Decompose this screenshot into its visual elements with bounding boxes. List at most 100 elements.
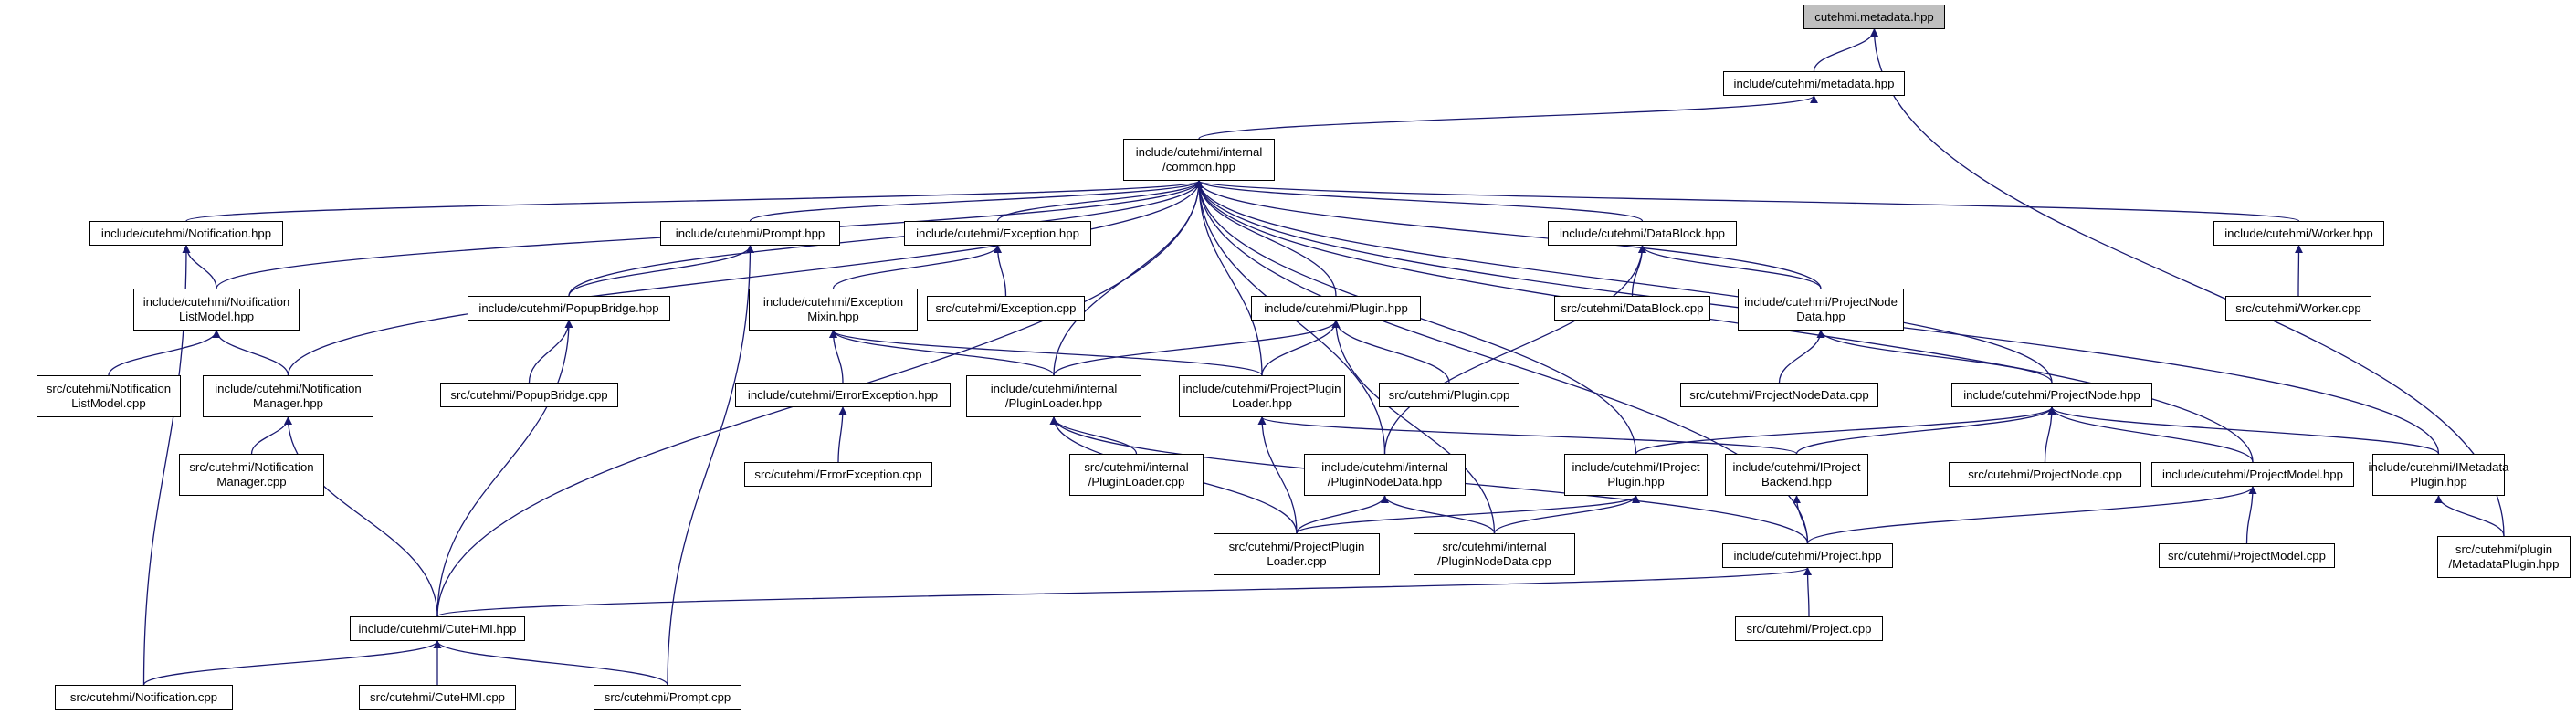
node-common[interactable]: include/cutehmi/internal /common.hpp	[1123, 139, 1275, 181]
node-notif[interactable]: include/cutehmi/Notification.hpp	[89, 221, 283, 246]
edge-popup-to-common	[568, 180, 1204, 297]
node-pluginloader[interactable]: include/cutehmi/internal /PluginLoader.h…	[966, 375, 1141, 417]
edge-metah-to-meta	[1813, 28, 1878, 72]
edge-metaplugcpp-to-imeta	[2434, 495, 2505, 537]
edge-popupcpp-to-popup	[528, 320, 573, 384]
edge-exccpp-to-exc	[994, 245, 1007, 297]
node-errexc[interactable]: include/cutehmi/ErrorException.hpp	[735, 383, 951, 407]
edge-datablockcpp-to-datablock	[1631, 245, 1646, 297]
node-ibackend[interactable]: include/cutehmi/IProject Backend.hpp	[1725, 454, 1868, 496]
node-metah[interactable]: include/cutehmi/metadata.hpp	[1723, 71, 1905, 96]
edge-pnodedata-to-datablock	[1383, 245, 1646, 455]
edge-pmodel-to-common	[1194, 180, 2254, 463]
edge-cutehmi-to-notifmgr	[284, 416, 438, 617]
edge-projectcpp-to-project	[1803, 567, 1813, 617]
edge-cutehmi-to-popup	[436, 320, 573, 617]
edge-pnd-to-common	[1194, 180, 1822, 289]
node-plugin[interactable]: include/cutehmi/Plugin.hpp	[1251, 296, 1421, 321]
node-exccpp[interactable]: src/cutehmi/Exception.cpp	[927, 296, 1085, 321]
node-pndcpp[interactable]: src/cutehmi/ProjectNodeData.cpp	[1680, 383, 1878, 407]
node-worker[interactable]: include/cutehmi/Worker.hpp	[2213, 221, 2384, 246]
edge-plcpp-to-pluginloader	[1049, 416, 1138, 455]
edge-imeta-to-pnode	[2047, 406, 2440, 455]
edge-exc-to-common	[996, 180, 1204, 222]
edge-workercpp-to-worker	[2294, 245, 2303, 297]
edge-promptcpp-to-cutehmi	[433, 640, 668, 686]
edge-ibackend-to-ppl	[1257, 416, 1798, 455]
edge-ibackend-to-pnode	[1795, 406, 2056, 455]
edge-prompt-to-common	[749, 180, 1204, 222]
edge-pnodedatacpp-to-plugin	[1331, 320, 1496, 534]
edge-notiflm-to-notif	[182, 245, 217, 289]
edge-pnd-to-datablock	[1638, 245, 1822, 289]
node-popup[interactable]: include/cutehmi/PopupBridge.hpp	[468, 296, 670, 321]
node-errexccpp[interactable]: src/cutehmi/ErrorException.cpp	[744, 462, 932, 487]
node-ppl[interactable]: include/cutehmi/ProjectPlugin Loader.hpp	[1179, 375, 1345, 417]
node-exc[interactable]: include/cutehmi/Exception.hpp	[904, 221, 1091, 246]
node-pmodelcpp[interactable]: src/cutehmi/ProjectModel.cpp	[2159, 543, 2335, 568]
node-cutehmicpp[interactable]: src/cutehmi/CuteHMI.cpp	[359, 685, 516, 710]
node-plcpp[interactable]: src/cutehmi/internal /PluginLoader.cpp	[1069, 454, 1204, 496]
node-metaplugcpp[interactable]: src/cutehmi/plugin /MetadataPlugin.hpp	[2437, 536, 2571, 578]
edge-pmodelcpp-to-pmodel	[2245, 486, 2257, 544]
edge-notiflmcpp-to-notiflm	[108, 330, 221, 376]
node-notiflm[interactable]: include/cutehmi/Notification ListModel.h…	[133, 289, 300, 331]
edge-popup-to-prompt	[568, 245, 754, 297]
edge-notifmgr-to-common	[287, 180, 1204, 376]
node-project[interactable]: include/cutehmi/Project.hpp	[1722, 543, 1893, 568]
node-pnodedata[interactable]: include/cutehmi/internal /PluginNodeData…	[1304, 454, 1466, 496]
edge-metaplugcpp-to-meta	[1870, 28, 2505, 537]
node-prompt[interactable]: include/cutehmi/Prompt.hpp	[660, 221, 840, 246]
edge-pplcpp-to-iproj	[1296, 495, 1640, 534]
node-notifmgrcpp[interactable]: src/cutehmi/Notification Manager.cpp	[179, 454, 324, 496]
edge-notifmgr-to-notiflm	[212, 330, 289, 376]
edge-pluginloader-to-excmixin	[829, 330, 1055, 376]
edge-pmodel-to-pnode	[2047, 406, 2254, 463]
edge-ppl-to-common	[1194, 180, 1263, 376]
edge-plugin-to-common	[1194, 180, 1337, 297]
node-imeta[interactable]: include/cutehmi/IMetadata Plugin.hpp	[2369, 454, 2508, 496]
edge-pndcpp-to-pnd	[1778, 330, 1825, 384]
edge-pnode-to-common	[1194, 180, 2053, 384]
edge-excmixin-to-exc	[832, 245, 1002, 289]
node-iproj[interactable]: include/cutehmi/IProject Plugin.hpp	[1564, 454, 1708, 496]
edge-notif-to-common	[185, 180, 1204, 222]
node-workercpp[interactable]: src/cutehmi/Worker.cpp	[2225, 296, 2371, 321]
node-pnd[interactable]: include/cutehmi/ProjectNode Data.hpp	[1738, 289, 1904, 331]
edge-pluginloader-to-plugin	[1053, 320, 1341, 376]
edge-datablock-to-common	[1194, 180, 1644, 222]
edge-project-to-ibackend	[1793, 495, 1809, 544]
edge-pnodedatacpp-to-pnodedata	[1381, 495, 1496, 534]
edge-common-to-metah	[1198, 95, 1818, 140]
node-pplcpp[interactable]: src/cutehmi/ProjectPlugin Loader.cpp	[1214, 533, 1380, 575]
edge-cutehmi-to-project	[436, 567, 1812, 617]
edge-pnodecpp-to-pnode	[2044, 406, 2056, 463]
node-notifmgr[interactable]: include/cutehmi/Notification Manager.hpp	[203, 375, 373, 417]
node-projectcpp[interactable]: src/cutehmi/Project.cpp	[1735, 616, 1883, 641]
edge-plugincpp-to-plugin	[1331, 320, 1450, 384]
node-popupcpp[interactable]: src/cutehmi/PopupBridge.cpp	[440, 383, 618, 407]
node-meta[interactable]: cutehmi.metadata.hpp	[1803, 5, 1945, 29]
edge-ppl-to-excmixin	[829, 330, 1263, 376]
node-pmodel[interactable]: include/cutehmi/ProjectModel.hpp	[2151, 462, 2354, 487]
node-cutehmi[interactable]: include/cutehmi/CuteHMI.hpp	[350, 616, 525, 641]
node-pnode[interactable]: include/cutehmi/ProjectNode.hpp	[1951, 383, 2152, 407]
edge-ppl-to-plugin	[1261, 320, 1341, 376]
edge-worker-to-common	[1195, 180, 2300, 222]
node-datablock[interactable]: include/cutehmi/DataBlock.hpp	[1548, 221, 1737, 246]
edge-pnodedatacpp-to-iproj	[1493, 495, 1640, 534]
node-plugincpp[interactable]: src/cutehmi/Plugin.cpp	[1379, 383, 1519, 407]
edge-notifcpp-to-cutehmi	[142, 640, 442, 686]
node-datablockcpp[interactable]: src/cutehmi/DataBlock.cpp	[1554, 296, 1710, 321]
edge-pplcpp-to-ppl	[1257, 416, 1298, 534]
node-excmixin[interactable]: include/cutehmi/Exception Mixin.hpp	[749, 289, 918, 331]
edge-notifmgrcpp-to-notifmgr	[250, 416, 292, 455]
node-promptcpp[interactable]: src/cutehmi/Prompt.cpp	[594, 685, 741, 710]
node-notifcpp[interactable]: src/cutehmi/Notification.cpp	[55, 685, 233, 710]
node-notiflmcpp[interactable]: src/cutehmi/Notification ListModel.cpp	[37, 375, 181, 417]
node-pnodedatacpp[interactable]: src/cutehmi/internal /PluginNodeData.cpp	[1414, 533, 1575, 575]
edge-promptcpp-to-prompt	[667, 245, 754, 686]
edge-project-to-pmodel	[1806, 486, 2257, 544]
node-pnodecpp[interactable]: src/cutehmi/ProjectNode.cpp	[1949, 462, 2141, 487]
